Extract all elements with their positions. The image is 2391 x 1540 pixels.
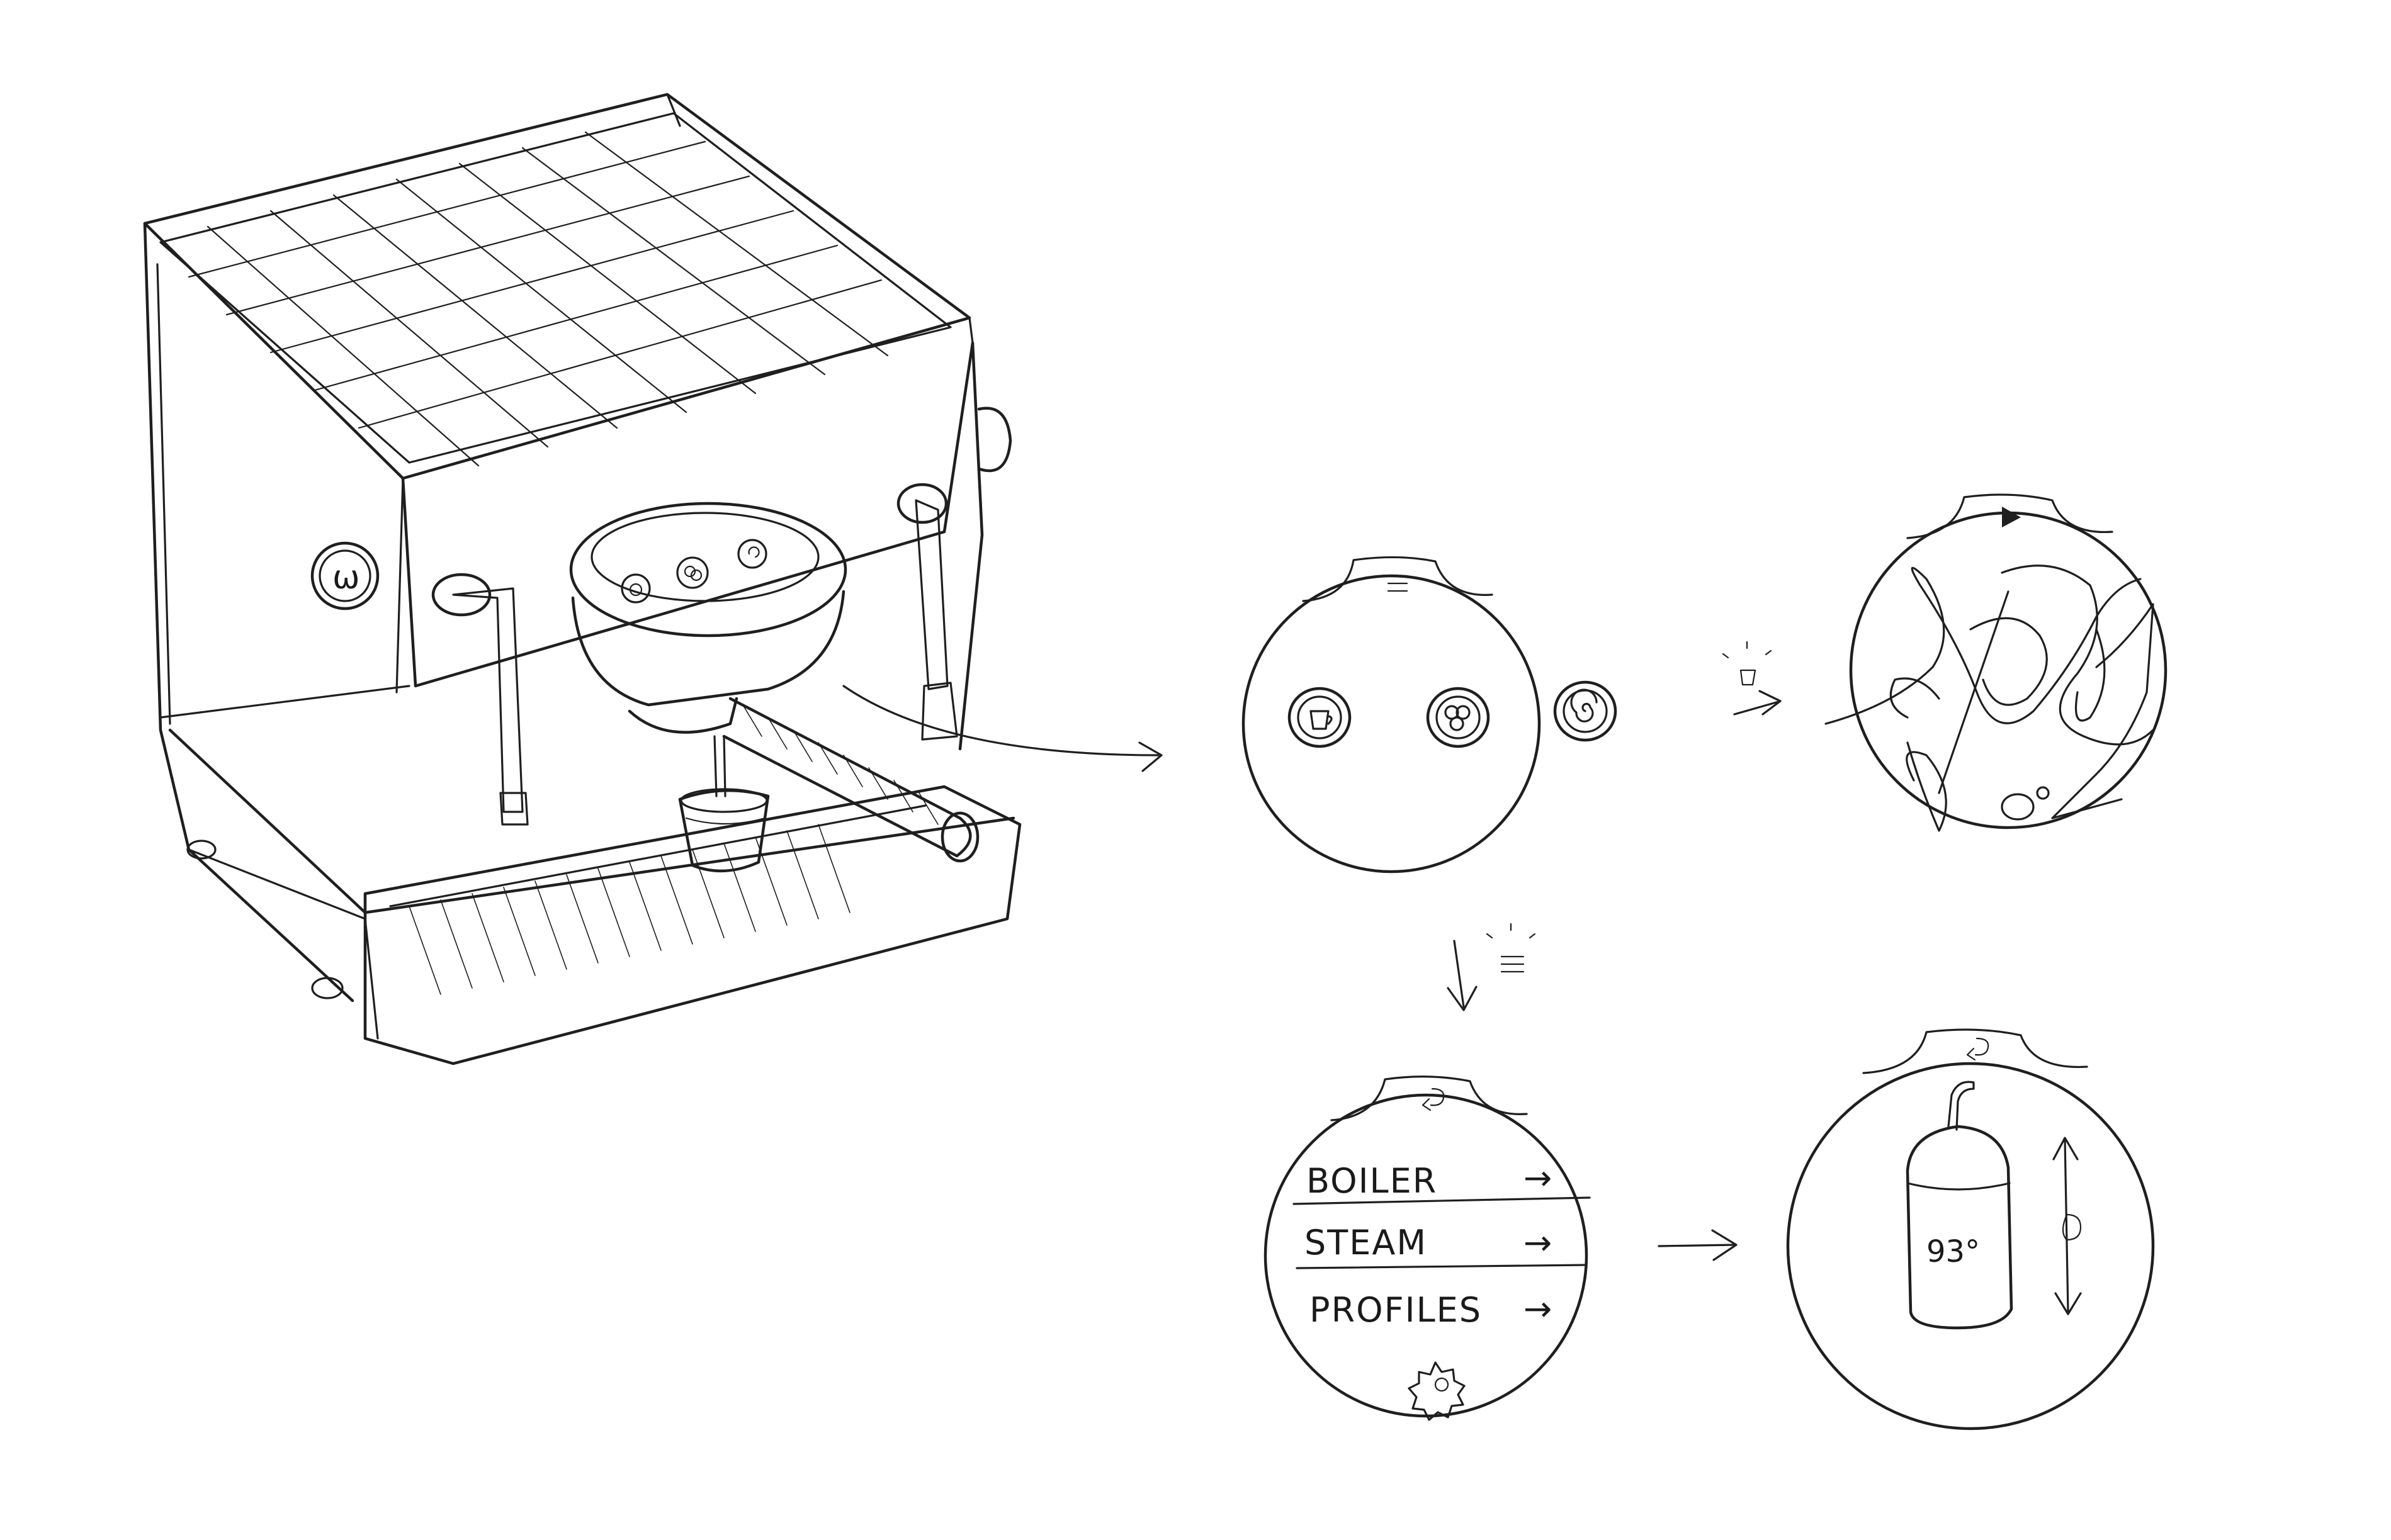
steam-spiral-icon[interactable] xyxy=(1555,682,1615,740)
flow-arrow-settings xyxy=(1659,1230,1736,1260)
menu-item-steam-label: STEAM xyxy=(1304,1223,1427,1262)
temperature-adjust-slider[interactable] xyxy=(2054,1138,2081,1314)
temperature-value: 93° xyxy=(1926,1234,1980,1269)
boiler-tank-icon: 93° xyxy=(1908,1082,2011,1328)
menu-item-steam[interactable]: STEAM → xyxy=(1304,1223,1552,1262)
temperature-screen: 93° xyxy=(1788,1030,2153,1429)
menu-item-profiles-arrow: → xyxy=(1523,1289,1552,1329)
menu-item-profiles[interactable]: PROFILES → xyxy=(1309,1289,1552,1330)
single-cup-icon[interactable] xyxy=(1289,689,1350,746)
back-arrow-icon[interactable] xyxy=(1967,1038,1988,1060)
menu-screen: BOILER → STEAM → PROFILES → xyxy=(1265,1077,1590,1420)
flow-arrow-menu xyxy=(1448,924,1535,1010)
menu-item-boiler-label: BOILER xyxy=(1306,1161,1437,1201)
brewing-animation-scribble xyxy=(1826,566,2153,831)
home-screen xyxy=(1243,557,1615,872)
hamburger-menu-icon[interactable] xyxy=(1388,576,1407,591)
menu-item-boiler[interactable]: BOILER → xyxy=(1306,1158,1552,1201)
menu-item-profiles-label: PROFILES xyxy=(1309,1290,1482,1330)
back-arrow-icon[interactable] xyxy=(1423,1089,1444,1110)
espresso-machine-sketch: ω xyxy=(145,94,1162,1064)
menu-item-steam-arrow: → xyxy=(1523,1223,1552,1262)
gear-icon[interactable] xyxy=(1409,1363,1464,1420)
brewing-screen xyxy=(1826,495,2166,831)
menu-item-boiler-arrow: → xyxy=(1523,1158,1552,1198)
double-cup-icon[interactable] xyxy=(1428,689,1488,746)
flow-arrow-brew xyxy=(1723,642,1780,714)
machine-badge-text: ω xyxy=(332,559,360,597)
play-icon xyxy=(2002,507,2021,527)
